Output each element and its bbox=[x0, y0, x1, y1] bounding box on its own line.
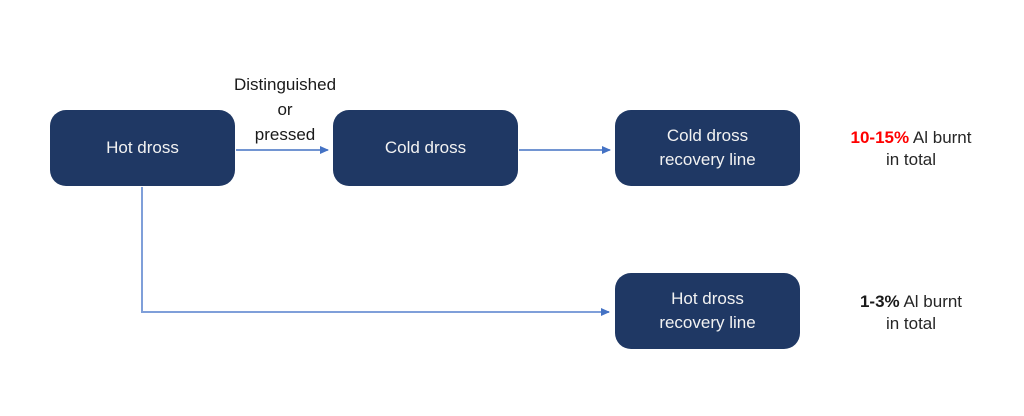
annotation-hot-dross-loss: 1-3% Al burnt in total bbox=[818, 291, 1004, 335]
flow-node-hot-dross-recovery-line-label: Hot dross recovery line bbox=[659, 289, 756, 332]
arrow-hot-to-hot-recovery-elbow bbox=[141, 187, 610, 316]
flow-node-hot-dross-recovery-line: Hot dross recovery line bbox=[615, 273, 800, 349]
flow-node-cold-dross-recovery-line: Cold dross recovery line bbox=[615, 110, 800, 186]
annotation-hot-line2: in total bbox=[885, 314, 937, 333]
annotation-cold-line1: 10-15% Al burnt bbox=[818, 127, 1004, 149]
edge-label-line2: or bbox=[277, 100, 293, 119]
flow-node-cold-dross-recovery-line-label: Cold dross recovery line bbox=[659, 126, 756, 169]
annotation-hot-highlight: 1-3% bbox=[859, 292, 900, 311]
annotation-cold-highlight: 10-15% bbox=[850, 128, 910, 147]
annotation-cold-dross-loss: 10-15% Al burnt in total bbox=[818, 127, 1004, 171]
annotation-cold-rest: Al burnt bbox=[909, 128, 972, 147]
edge-label-line3: pressed bbox=[254, 125, 316, 144]
flow-node-cold-dross-label: Cold dross bbox=[384, 138, 467, 157]
edge-label-line1: Distinguished bbox=[233, 75, 337, 94]
annotation-cold-line2: in total bbox=[885, 150, 937, 169]
edge-label-distinguished-or-pressed: Distinguished or pressed bbox=[215, 72, 355, 147]
annotation-hot-line1: 1-3% Al burnt bbox=[818, 291, 1004, 313]
flow-node-hot-dross: Hot dross bbox=[50, 110, 235, 186]
flow-node-hot-dross-label: Hot dross bbox=[106, 138, 179, 157]
annotation-hot-rest: Al burnt bbox=[899, 292, 963, 311]
flow-node-cold-dross: Cold dross bbox=[333, 110, 518, 186]
